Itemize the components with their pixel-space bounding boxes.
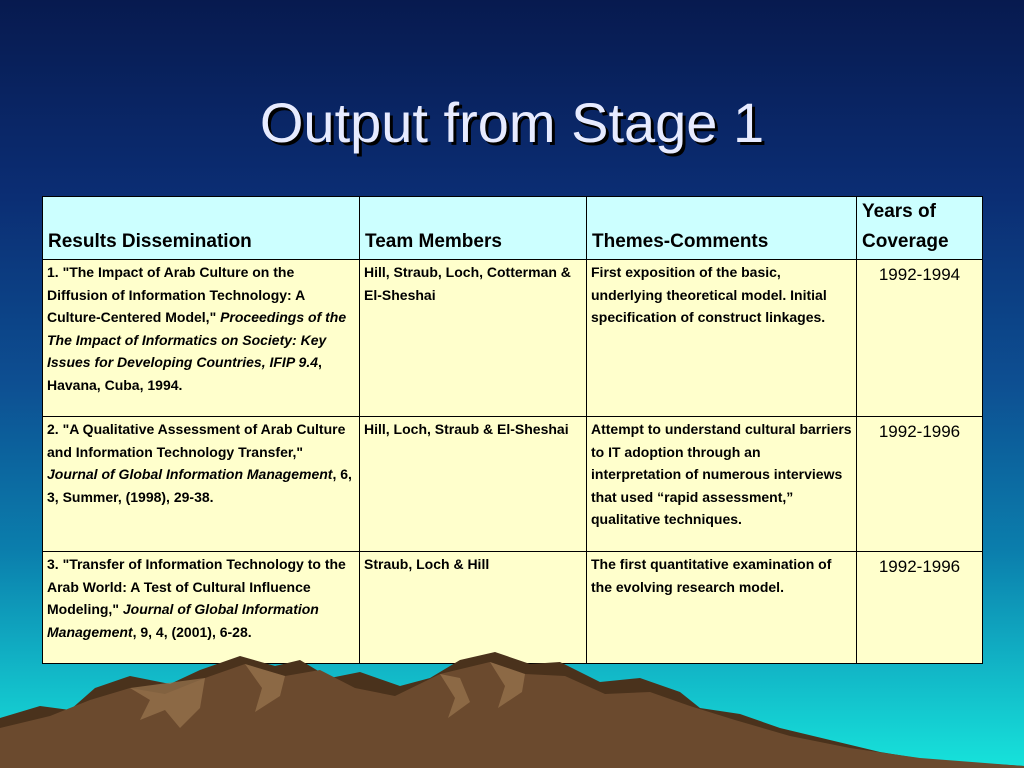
citation-tail: , 9, 4, (2001), 6-28. [132,623,252,640]
header-themes-comments: Themes-Comments [586,196,857,260]
table-row: 1. "The Impact of Arab Culture on the Di… [42,259,983,417]
citation-source: Journal of Global Information Management [47,466,333,482]
table-row: 2. "A Qualitative Assessment of Arab Cul… [42,416,983,552]
header-results-dissemination: Results Dissemination [42,196,360,260]
results-table: Results Dissemination Team Members Theme… [42,196,983,664]
table-row: 3. "Transfer of Information Technology t… [42,551,983,664]
header-years-of-coverage: Years of Coverage [856,196,983,260]
citation-source: Proceedings of the The Impact of Informa… [47,309,347,370]
slide-title: Output from Stage 1 [259,90,765,154]
themes-cell: The first quantitative examination of th… [586,551,857,664]
citation-tail: , 6, 3, Summer, (1998), 29-38. [47,466,352,505]
team-cell: Straub, Loch & Hill [359,551,587,664]
mountain-range-graphic [0,652,1024,768]
themes-cell: Attempt to understand cultural barriers … [586,416,857,552]
citation-lead: 1. "The Impact of Arab Culture on the Di… [47,264,305,325]
header-team-members: Team Members [359,196,587,260]
citation-lead: 3. "Transfer of Information Technology t… [47,556,346,617]
themes-cell: First exposition of the basic, underlyin… [586,259,857,417]
citation-tail: , Havana, Cuba, 1994. [47,354,322,393]
years-cell: 1992-1996 [856,416,983,552]
citation-source: Journal of Global Information Management [47,601,319,640]
years-cell: 1992-1994 [856,259,983,417]
team-cell: Hill, Loch, Straub & El-Sheshai [359,416,587,552]
citation-cell: 3. "Transfer of Information Technology t… [42,551,360,664]
years-cell: 1992-1996 [856,551,983,664]
citation-cell: 1. "The Impact of Arab Culture on the Di… [42,259,360,417]
citation-lead: 2. "A Qualitative Assessment of Arab Cul… [47,421,346,460]
citation-cell: 2. "A Qualitative Assessment of Arab Cul… [42,416,360,552]
team-cell: Hill, Straub, Loch, Cotterman & El-Shesh… [359,259,587,417]
mountain-ridge [0,662,1024,768]
table-header-row: Results Dissemination Team Members Theme… [42,196,983,260]
